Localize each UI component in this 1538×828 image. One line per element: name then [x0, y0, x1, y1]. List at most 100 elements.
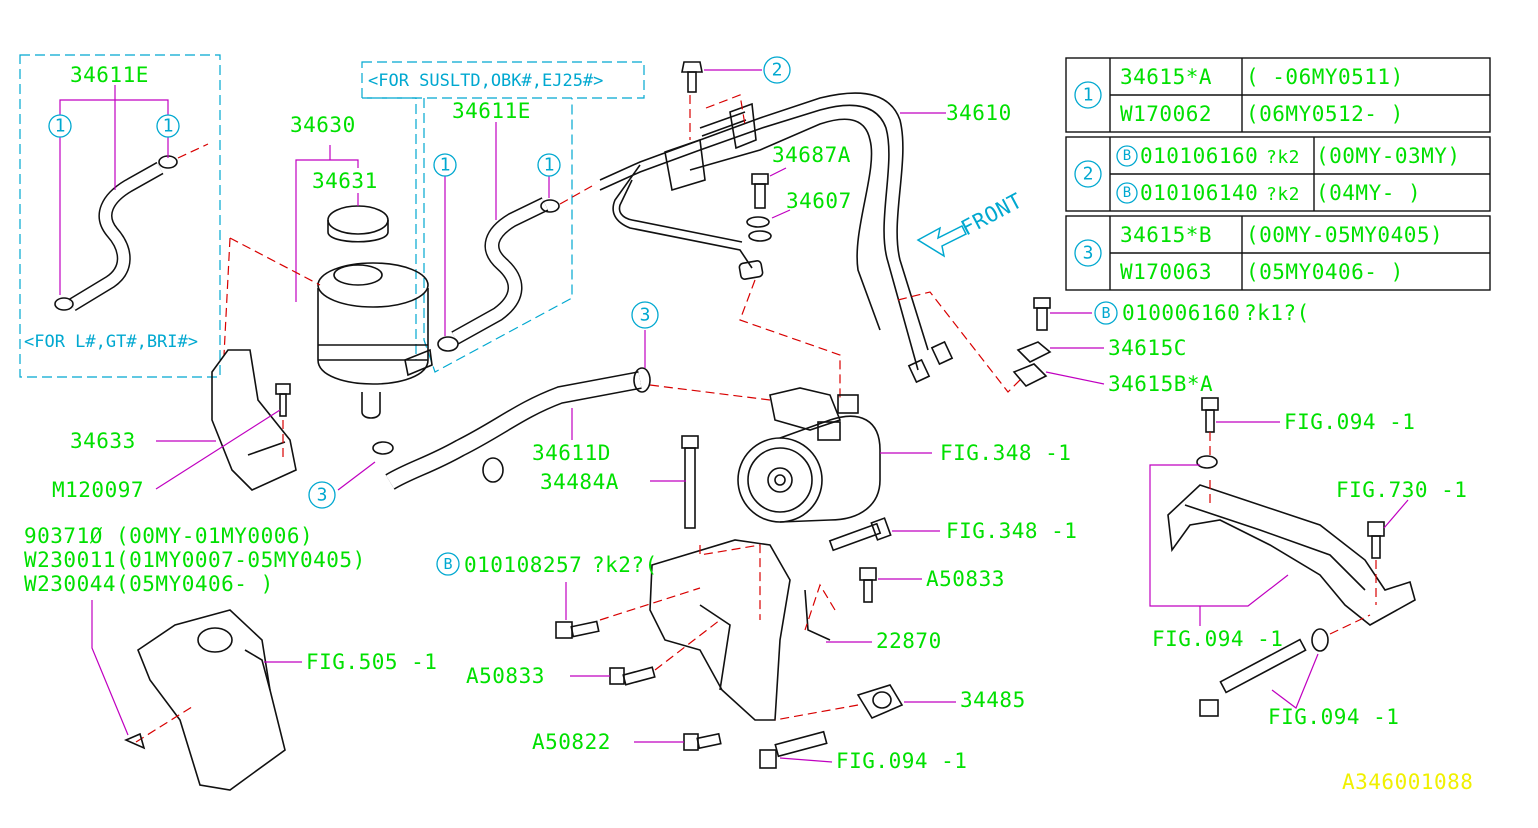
label-34615ba: 34615B*A: [1108, 372, 1213, 396]
clamp-34615: [1012, 297, 1052, 387]
top-note-frame: [361, 61, 645, 99]
label-34615c: 34615C: [1108, 336, 1187, 360]
table-g2-r1-suffix: ?k2: [1266, 147, 1300, 168]
label-bolt-010108257-suffix: ?k2?(: [592, 553, 658, 577]
table-g2-r1-part: 010106160: [1140, 144, 1258, 168]
callout-1-mid-b: 1: [537, 153, 561, 177]
label-34485: 34485: [960, 688, 1026, 712]
callout-b-mid: B: [436, 552, 460, 576]
label-bolt-010006160: 010006160: [1122, 301, 1240, 325]
callout-2-top: 2: [763, 56, 791, 84]
svg-text:B: B: [443, 555, 452, 573]
left-variant-frame: [19, 54, 221, 378]
union-bolt: [746, 173, 772, 242]
clip-list-row-1: 90371Ø (00MY-01MY0006): [24, 524, 313, 548]
table-callout-b-1: B: [1116, 145, 1138, 167]
label-34630: 34630: [290, 113, 356, 137]
table-callout-1: 1: [1074, 81, 1102, 109]
label-34687a: 34687A: [772, 143, 851, 167]
label-34631: 34631: [312, 169, 378, 193]
label-fig730: FIG.730 -1: [1336, 478, 1467, 502]
svg-text:B: B: [1123, 185, 1131, 201]
bolt-m120097: [275, 383, 291, 417]
spacer-34485: [856, 684, 904, 720]
clip-list-row-3: W230044(05MY0406- ): [24, 572, 274, 596]
label-fig094-bottom: FIG.094 -1: [836, 749, 967, 773]
svg-text:1: 1: [440, 155, 451, 176]
svg-text:1: 1: [163, 116, 174, 137]
label-fig094-r1: FIG.094 -1: [1284, 410, 1415, 434]
table-callout-2: 2: [1074, 160, 1102, 188]
table-g1-r1-range: ( -06MY0511): [1246, 65, 1404, 89]
label-m120097: M120097: [52, 478, 144, 502]
top-variant-note: <FOR SUSLTD,OBK#,EJ25#>: [368, 71, 603, 91]
callout-1-left-b: 1: [156, 114, 180, 138]
label-34611e-left: 34611E: [70, 63, 149, 87]
table-grid: [1065, 57, 1491, 291]
label-fig348-a: FIG.348 -1: [940, 441, 1071, 465]
mid-hose: [437, 185, 593, 352]
label-34633: 34633: [70, 429, 136, 453]
pump-bracket: [649, 539, 831, 721]
pressure-line: [599, 92, 954, 384]
left-hose-leader: [59, 99, 169, 137]
bolt-a50833-bottom: [609, 666, 656, 686]
bolt-a50833-top: [859, 567, 877, 603]
table-g2-r2-part: 010106140: [1140, 181, 1258, 205]
label-34607: 34607: [786, 189, 852, 213]
label-fig505: FIG.505 -1: [306, 650, 437, 674]
label-34611e-mid: 34611E: [452, 99, 531, 123]
svg-text:B: B: [1123, 148, 1131, 164]
table-g1-r1-part: 34615*A: [1120, 65, 1212, 89]
table-g2-r1-range: (00MY-03MY): [1316, 144, 1461, 168]
svg-text:1: 1: [1083, 85, 1094, 106]
bolt-a50822: [683, 732, 722, 751]
clip-icon: [124, 732, 146, 750]
label-bolt-010006160-suffix: ?k1?(: [1244, 301, 1310, 325]
label-a50833-bottom: A50833: [466, 664, 545, 688]
crossmember: [1167, 455, 1416, 626]
label-a50833-top: A50833: [926, 567, 1005, 591]
bolt-34484a: [681, 435, 699, 529]
left-variant-note: <FOR L#,GT#,BRI#>: [24, 332, 198, 352]
bolt-fig348: [828, 517, 892, 552]
bolt-right-top: [1201, 397, 1219, 433]
reservoir: [317, 205, 433, 455]
reservoir-bracket: [211, 349, 297, 491]
cover-fig505: [137, 609, 286, 791]
table-g3-r2-part: W170063: [1120, 260, 1212, 284]
table-g3-r2-range: (05MY0406- ): [1246, 260, 1404, 284]
mid-variant-frame-left: [362, 97, 417, 360]
table-g1-r2-part: W170062: [1120, 102, 1212, 126]
long-bolt-right: [1199, 628, 1329, 717]
svg-text:3: 3: [1083, 243, 1094, 264]
bolt-010108257: [555, 620, 600, 639]
reservoir-leader: [295, 159, 359, 302]
label-front: FRONT: [957, 188, 1026, 240]
return-hose: [385, 367, 651, 490]
svg-text:3: 3: [317, 485, 328, 506]
callout-3-left: 3: [308, 481, 336, 509]
label-fig094-r3: FIG.094 -1: [1268, 705, 1399, 729]
table-g2-r2-suffix: ?k2: [1266, 184, 1300, 205]
bolt-fig094-bottom: [759, 730, 828, 769]
svg-text:2: 2: [1083, 164, 1094, 185]
svg-text:3: 3: [640, 305, 651, 326]
label-34610: 34610: [946, 101, 1012, 125]
mid-variant-frame: [423, 98, 573, 373]
table-callout-b-2: B: [1116, 182, 1138, 204]
label-fig348-b: FIG.348 -1: [946, 519, 1077, 543]
table-g3-r1-part: 34615*B: [1120, 223, 1212, 247]
power-steering-pump: [737, 387, 881, 523]
callout-b-right: B: [1094, 301, 1118, 325]
label-22870: 22870: [876, 629, 942, 653]
label-34611d: 34611D: [532, 441, 611, 465]
callout-3-hose: 3: [631, 301, 659, 329]
callout-1-mid-a: 1: [433, 153, 457, 177]
label-bolt-010108257: 010108257: [464, 553, 582, 577]
table-callout-3: 3: [1074, 239, 1102, 267]
svg-text:1: 1: [55, 116, 66, 137]
svg-text:B: B: [1101, 304, 1110, 322]
